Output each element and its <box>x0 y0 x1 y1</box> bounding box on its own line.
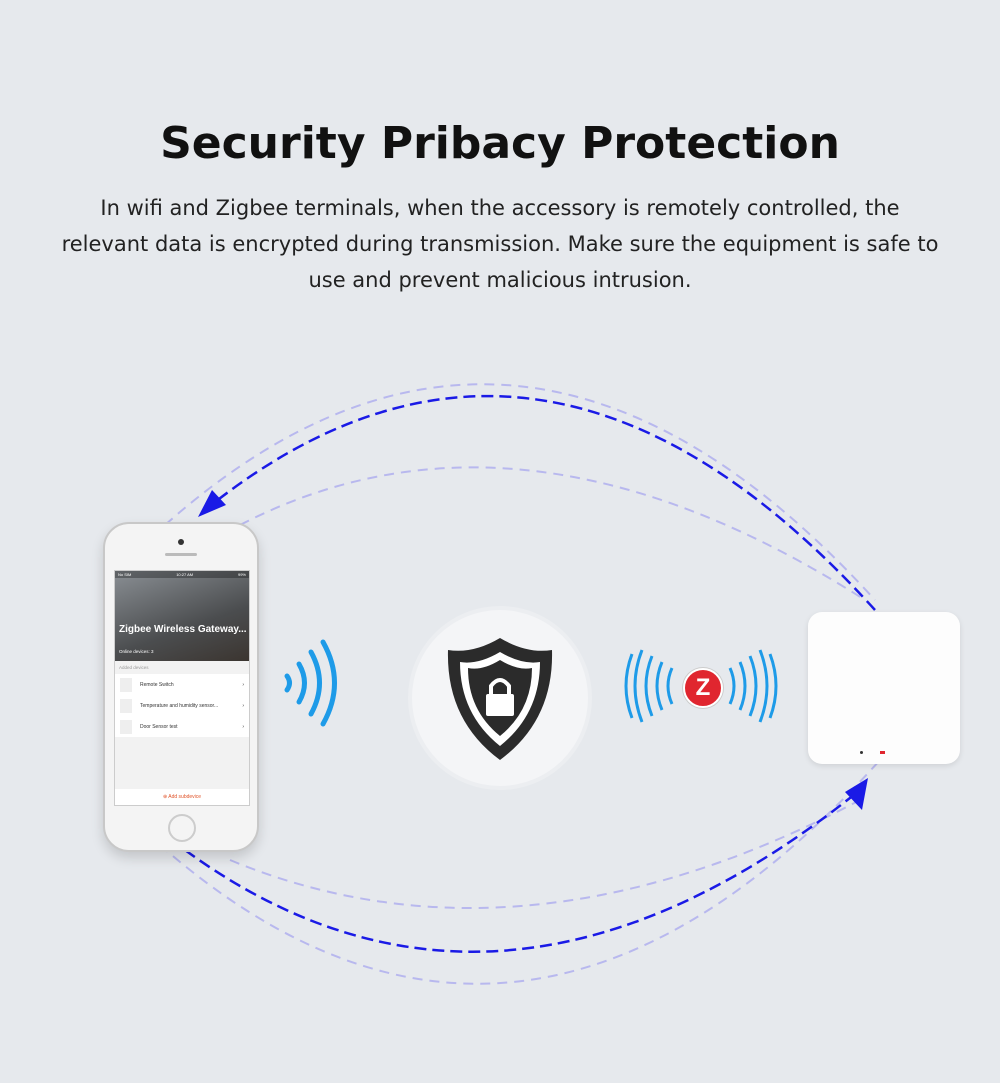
device-thumbnail <box>120 698 132 713</box>
bottom-arrow-arc <box>184 789 861 953</box>
device-row[interactable]: Temperature and humidity sensor... › <box>115 695 249 716</box>
carrier: No SIM <box>118 572 132 577</box>
shield-lock-icon <box>447 638 553 760</box>
device-row[interactable]: Door Sensor test › <box>115 716 249 737</box>
gateway-header: No SIM 10:27 AM 99% Zigbee Wireless Gate… <box>115 571 249 661</box>
section-label: Added devices <box>119 665 149 670</box>
zigbee-gateway-hub <box>808 612 960 764</box>
wifi-signal-icon <box>284 639 337 727</box>
online-devices: Online devices: 3 <box>119 649 154 654</box>
outer-top-arc <box>164 383 876 601</box>
smartphone: No SIM 10:27 AM 99% Zigbee Wireless Gate… <box>103 522 259 852</box>
zigbee-logo-icon: Z <box>683 668 723 708</box>
inner-top-arc <box>239 466 866 601</box>
chevron-right-icon: › <box>242 681 244 688</box>
security-badge <box>412 610 588 786</box>
device-name: Door Sensor test <box>140 723 178 730</box>
add-subdevice-button[interactable]: ⊕ Add subdevice <box>115 789 249 805</box>
bottom-arrowhead-icon <box>845 778 868 810</box>
inner-bottom-arc <box>229 799 861 909</box>
indicator-led <box>860 751 863 754</box>
status-bar: No SIM 10:27 AM 99% <box>115 571 249 578</box>
app-screen: No SIM 10:27 AM 99% Zigbee Wireless Gate… <box>114 570 250 806</box>
outer-bottom-arc <box>159 759 881 985</box>
top-arrow-arc <box>204 394 876 611</box>
page-description: In wifi and Zigbee terminals, when the a… <box>61 196 939 292</box>
zigbee-waves-icon <box>624 649 778 723</box>
device-thumbnail <box>120 719 132 734</box>
device-row[interactable]: Remote Switch › <box>115 674 249 695</box>
home-button <box>168 814 196 842</box>
clock: 10:27 AM <box>176 572 194 577</box>
device-name: Remote Switch <box>140 681 174 688</box>
indicator-led-red <box>880 751 885 754</box>
device-thumbnail <box>120 677 132 692</box>
top-arrowhead-icon <box>198 490 226 517</box>
chevron-right-icon: › <box>242 702 244 709</box>
add-subdevice-label: Add subdevice <box>168 794 202 800</box>
battery: 99% <box>237 572 246 577</box>
speaker-grille <box>165 553 197 556</box>
camera-icon <box>178 539 184 545</box>
gateway-name: Zigbee Wireless Gateway... <box>119 624 247 635</box>
chevron-right-icon: › <box>242 723 244 730</box>
device-name: Temperature and humidity sensor... <box>140 702 219 709</box>
page-title: Security Pribacy Protection <box>160 118 840 169</box>
